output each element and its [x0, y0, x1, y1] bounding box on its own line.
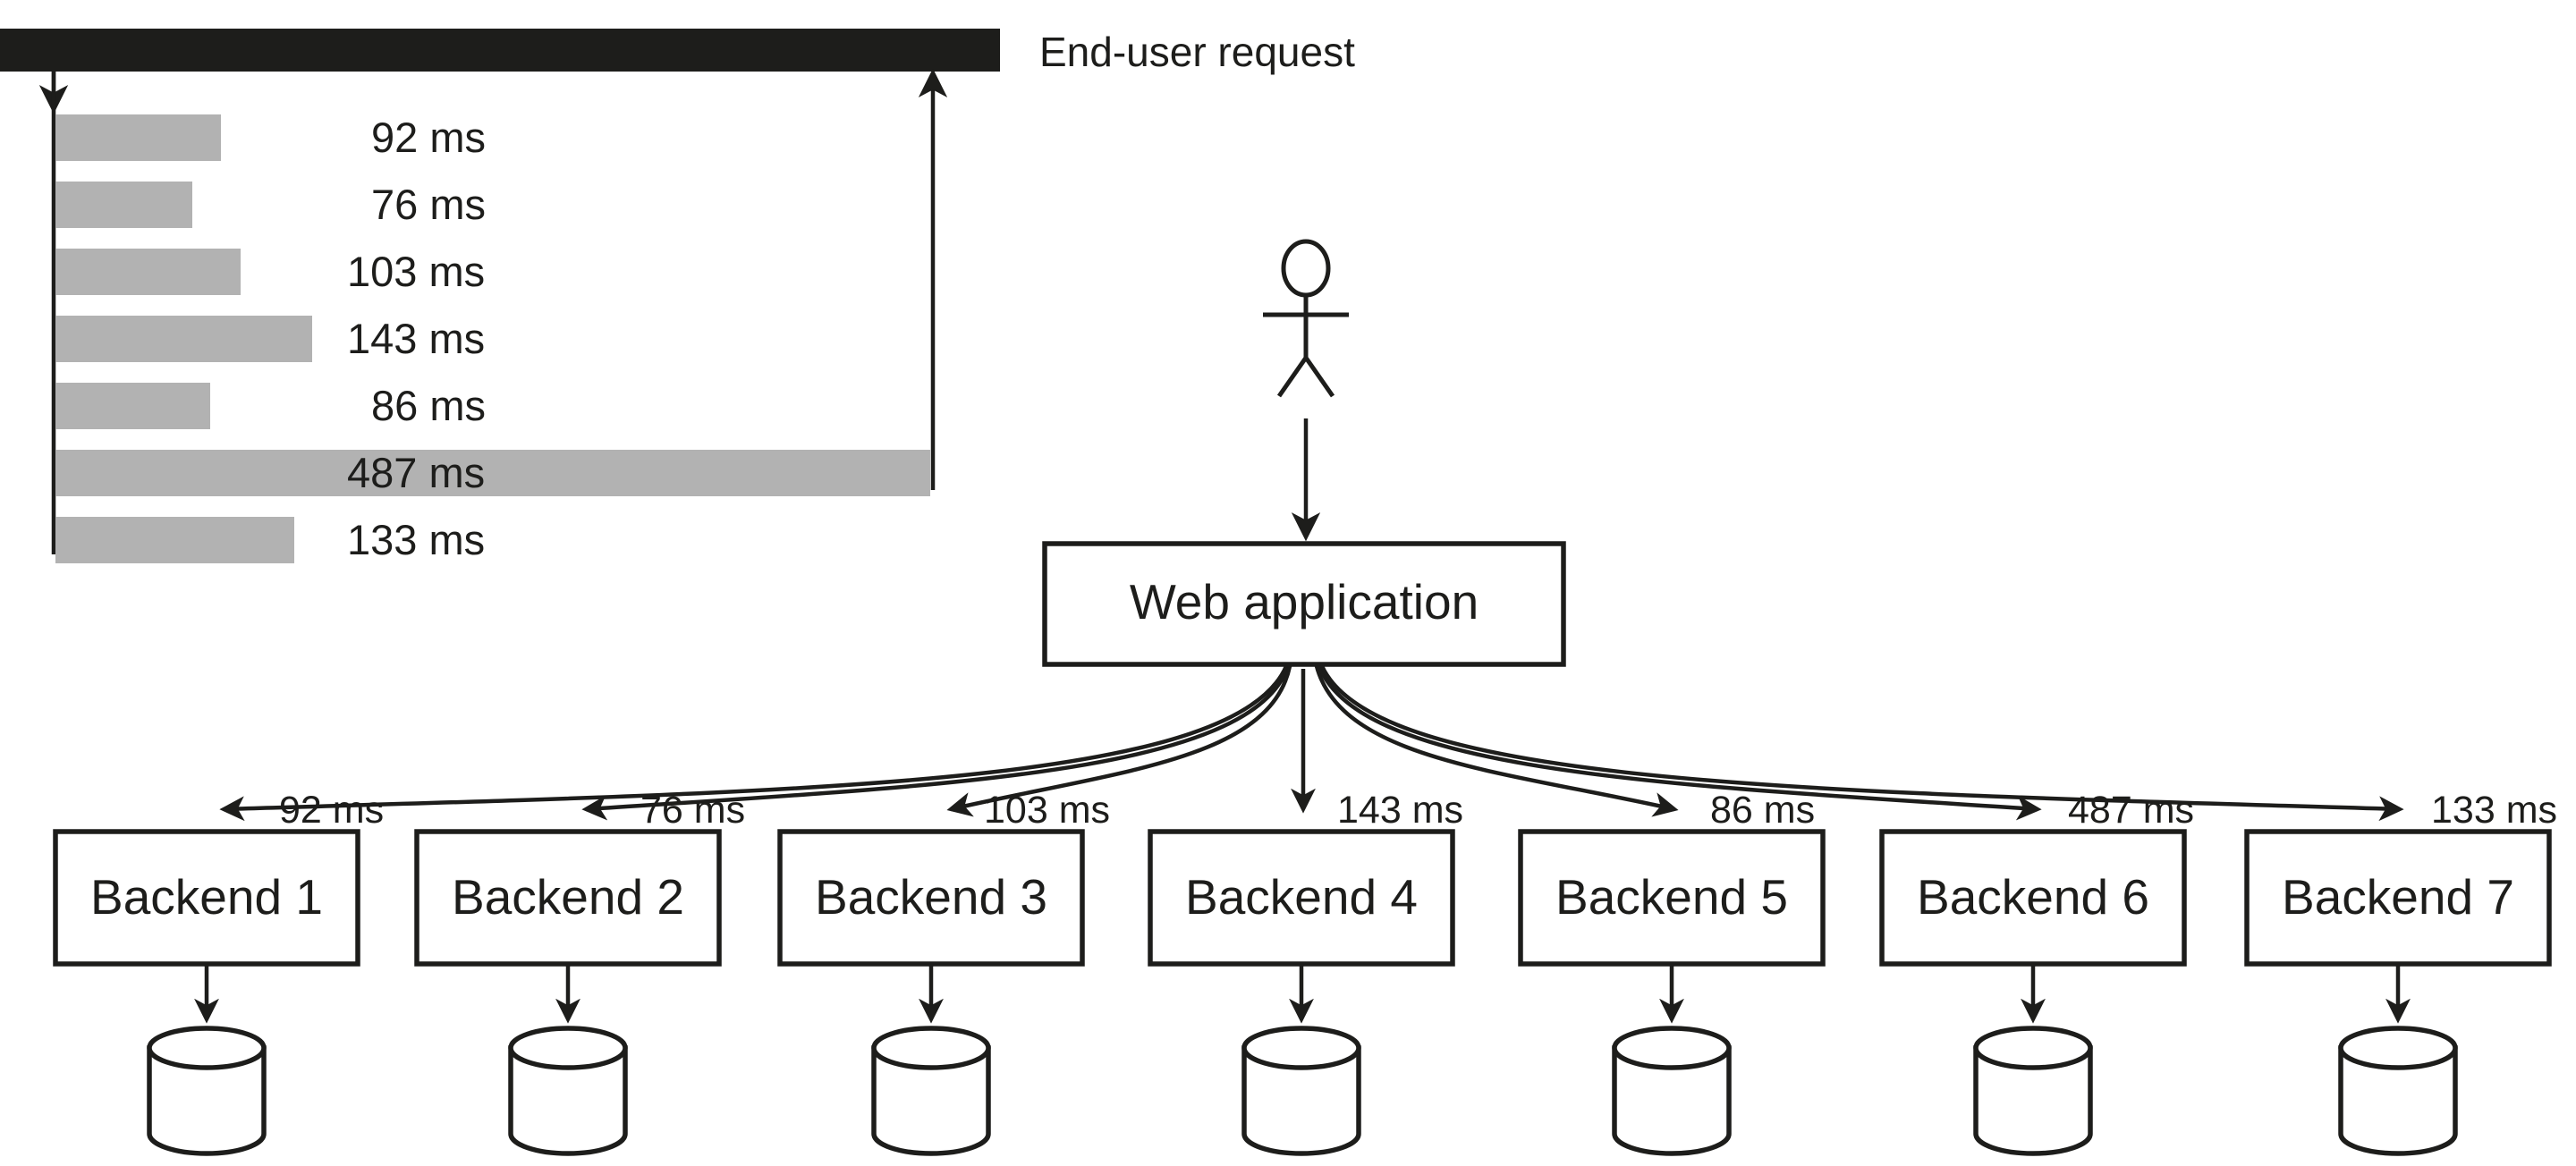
gantt-bar — [55, 316, 312, 362]
edge-to-backend-6 — [1317, 665, 2042, 821]
fanout-edges — [219, 665, 2404, 822]
edge-label-backend-2: 76 ms — [640, 789, 745, 832]
gantt-bar — [55, 517, 294, 563]
actor-leg-left — [1276, 356, 1309, 398]
end-user-actor — [1263, 239, 1349, 398]
gantt-bar-label: 487 ms — [347, 449, 485, 496]
gantt-bar — [55, 182, 192, 228]
database-icon-1[interactable] — [147, 1026, 267, 1156]
actor-head-icon — [1281, 239, 1331, 298]
database-icon-7[interactable] — [2338, 1026, 2458, 1156]
backend-to-database-edges — [194, 964, 2411, 1024]
gantt-row-backend-3: 103 ms — [55, 248, 485, 295]
gantt-bar-label: 92 ms — [371, 114, 486, 161]
gantt-row-backend-1: 92 ms — [55, 114, 486, 161]
gantt-bar-label: 86 ms — [371, 382, 486, 429]
backend-box[interactable] — [1518, 829, 1826, 967]
database-icon-6[interactable] — [1973, 1026, 2093, 1156]
backend-box[interactable] — [777, 829, 1085, 967]
edge-to-backend-1 — [219, 665, 1289, 822]
backend-label: Backend 4 — [1185, 869, 1418, 925]
backend-box[interactable] — [414, 829, 722, 967]
backend-node-6[interactable]: Backend 6 — [1879, 829, 2187, 967]
edge-label-backend-7: 133 ms — [2431, 789, 2557, 832]
gantt-bar-label: 76 ms — [371, 181, 486, 228]
backend-box[interactable] — [1879, 829, 2187, 967]
backend-node-1[interactable]: Backend 1 — [53, 829, 360, 967]
edge-label-backend-5: 86 ms — [1710, 789, 1815, 832]
gantt-bar — [55, 114, 221, 161]
backend-label: Backend 6 — [1917, 869, 2149, 925]
backend-label: Backend 1 — [90, 869, 323, 925]
gantt-row-backend-4: 143 ms — [55, 315, 485, 362]
end-user-request-label: End-user request — [1039, 29, 1355, 75]
backend-node-7[interactable]: Backend 7 — [2244, 829, 2552, 967]
gantt-row-backend-6: 487 ms — [55, 449, 930, 496]
edge-to-backend-5 — [1314, 665, 1679, 817]
edge-to-backend-3 — [946, 665, 1292, 817]
backend-node-3[interactable]: Backend 3 — [777, 829, 1085, 967]
gantt-bar — [55, 450, 930, 496]
edge-to-backend-2 — [581, 665, 1291, 821]
backend-label: Backend 5 — [1555, 869, 1788, 925]
backend-label: Backend 3 — [815, 869, 1047, 925]
database-icon-5[interactable] — [1612, 1026, 1732, 1156]
edge-label-backend-3: 103 ms — [984, 789, 1110, 832]
backend-nodes: Backend 1 Backend 2 Backend 3 Backend 4 … — [53, 829, 2552, 967]
edge-label-backend-4: 143 ms — [1337, 789, 1463, 832]
web-application-label: Web application — [1130, 574, 1479, 629]
database-icon-3[interactable] — [871, 1026, 991, 1156]
backend-label: Backend 2 — [452, 869, 684, 925]
backend-box[interactable] — [2244, 829, 2552, 967]
backend-node-2[interactable]: Backend 2 — [414, 829, 722, 967]
end-user-request-bar — [0, 29, 1000, 72]
database-nodes — [147, 1026, 2458, 1156]
database-icon-4[interactable] — [1241, 1026, 1361, 1156]
gantt-row-backend-5: 86 ms — [55, 382, 486, 429]
edge-to-backend-7 — [1319, 665, 2404, 822]
edge-label-backend-6: 487 ms — [2068, 789, 2194, 832]
edge-label-backend-1: 92 ms — [279, 789, 384, 832]
gantt-bar-label: 143 ms — [347, 315, 485, 362]
web-application-node[interactable]: Web application — [1042, 541, 1566, 667]
backend-box[interactable] — [53, 829, 360, 967]
gantt-row-backend-2: 76 ms — [55, 181, 486, 228]
edge-latency-labels: 92 ms 76 ms 103 ms 143 ms 86 ms 487 ms 1… — [279, 789, 2557, 832]
web-application-box[interactable] — [1042, 541, 1566, 667]
gantt-chart: 92 ms 76 ms 103 ms 143 ms 86 ms — [55, 114, 930, 563]
database-icon-2[interactable] — [508, 1026, 628, 1156]
actor-leg-right — [1303, 356, 1335, 398]
gantt-bar-label: 133 ms — [347, 516, 485, 563]
gantt-bar — [55, 383, 210, 429]
backend-node-4[interactable]: Backend 4 — [1148, 829, 1455, 967]
gantt-bar — [55, 249, 241, 295]
backend-label: Backend 7 — [2282, 869, 2514, 925]
gantt-bar-label: 103 ms — [347, 248, 485, 295]
gantt-row-backend-7: 133 ms — [55, 516, 485, 563]
backend-node-5[interactable]: Backend 5 — [1518, 829, 1826, 967]
